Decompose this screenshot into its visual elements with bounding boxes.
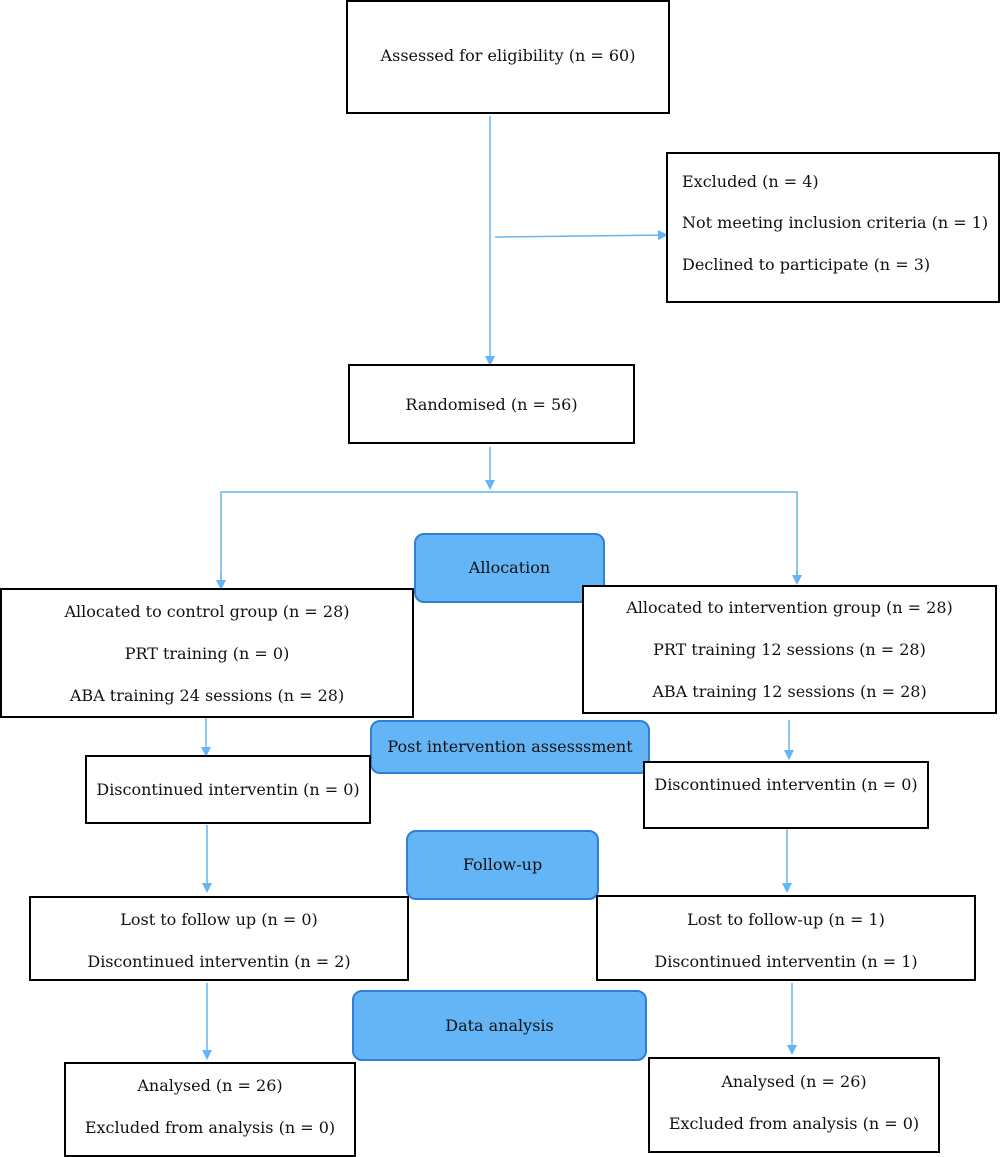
intervention-analysis-box: Analysed (n = 26) Excluded from analysis… xyxy=(648,1057,940,1153)
control-allocated-box: Allocated to control group (n = 28) PRT … xyxy=(0,588,414,718)
control-discontinued-post-box: Discontinued interventin (n = 0) xyxy=(85,755,371,824)
intervention-follow-up-box: Lost to follow-up (n = 1) Discontinued i… xyxy=(596,895,976,981)
control-follow-up-box: Lost to follow up (n = 0) Discontinued i… xyxy=(29,896,409,981)
stage-allocation: Allocation xyxy=(414,533,605,603)
intervention-excluded-analysis: Excluded from analysis (n = 0) xyxy=(668,1114,920,1133)
intervention-discontinued-post-box: Discontinued interventin (n = 0) xyxy=(643,761,929,829)
excluded-title: Excluded (n = 4) xyxy=(682,172,819,191)
intervention-prt: PRT training 12 sessions (n = 28) xyxy=(653,640,926,659)
control-analysis-box: Analysed (n = 26) Excluded from analysis… xyxy=(64,1062,356,1157)
randomised-text: Randomised (n = 56) xyxy=(405,395,578,414)
excluded-box: Excluded (n = 4) Not meeting inclusion c… xyxy=(666,152,1000,303)
control-discontinued-post: Discontinued interventin (n = 0) xyxy=(96,780,360,799)
stage-post-intervention: Post intervention assesssment xyxy=(370,720,650,774)
intervention-aba: ABA training 12 sessions (n = 28) xyxy=(652,682,927,701)
control-allocated: Allocated to control group (n = 28) xyxy=(64,602,350,621)
intervention-lost: Lost to follow-up (n = 1) xyxy=(687,910,885,929)
assessed-text: Assessed for eligibility (n = 60) xyxy=(380,46,636,65)
randomised-box: Randomised (n = 56) xyxy=(348,364,635,444)
control-prt: PRT training (n = 0) xyxy=(124,644,290,663)
stage-data-analysis: Data analysis xyxy=(352,990,647,1061)
control-aba: ABA training 24 sessions (n = 28) xyxy=(69,686,345,705)
stage-follow-up: Follow-up xyxy=(406,830,599,900)
excluded-declined: Declined to participate (n = 3) xyxy=(682,255,931,274)
intervention-discontinued-follow: Discontinued interventin (n = 1) xyxy=(654,952,918,971)
arrow-to-excluded xyxy=(494,230,668,241)
control-analysed: Analysed (n = 26) xyxy=(137,1076,283,1095)
excluded-not-meeting: Not meeting inclusion criteria (n = 1) xyxy=(682,213,989,232)
intervention-allocated-box: Allocated to intervention group (n = 28)… xyxy=(582,585,997,714)
intervention-analysed: Analysed (n = 26) xyxy=(721,1072,867,1091)
control-lost: Lost to follow up (n = 0) xyxy=(120,910,318,929)
intervention-allocated: Allocated to intervention group (n = 28) xyxy=(626,598,953,617)
control-discontinued-follow: Discontinued interventin (n = 2) xyxy=(87,952,351,971)
control-excluded-analysis: Excluded from analysis (n = 0) xyxy=(84,1118,336,1137)
split-connector xyxy=(220,491,798,586)
assessed-box: Assessed for eligibility (n = 60) xyxy=(346,0,670,114)
intervention-discontinued-post: Discontinued interventin (n = 0) xyxy=(654,775,918,794)
